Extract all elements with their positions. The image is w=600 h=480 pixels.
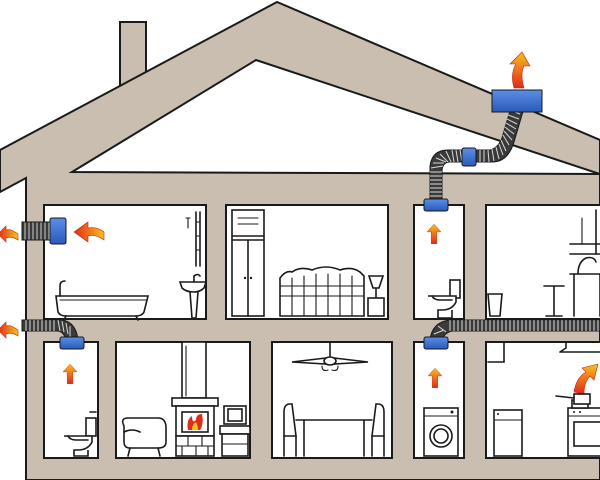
study-desk [569,273,600,317]
tv-cabinet [219,405,251,457]
room-study [485,204,600,320]
bathroom-wall-fan [49,217,67,245]
arrow-bathroom-intake [73,221,105,243]
arrow-roof-exhaust [509,51,531,89]
study-shelf [569,209,600,255]
toilet-lower-fan [59,336,85,350]
toilet-upper-fan [423,198,449,212]
laundry-fan [423,336,449,350]
arrow-lower-wall-exhaust [0,321,19,339]
range-hood [559,341,600,353]
waste-bin [487,293,503,317]
duct-lower-right-ribs [433,320,599,335]
cooking-pot [555,393,591,405]
attic-space [68,58,600,175]
study-lamp [577,256,597,275]
duct-lower-left-ribs [25,319,71,337]
arrow-kitchen-rise [573,363,599,395]
stove [567,399,600,457]
wardrobe [231,209,265,317]
armchair [121,417,167,457]
dining-table [295,419,373,457]
fireplace [171,341,219,457]
washing-machine [423,407,459,457]
study-chair [543,285,565,317]
ceiling-fan [291,341,369,372]
dining-chair-right [371,403,385,457]
bathtub [55,280,150,321]
toilet-upper [428,279,461,319]
roof-fan [491,89,543,113]
arrow-bathroom-wall-exhaust [0,225,19,243]
towel-rack [185,211,201,267]
attic-duct-fan [461,147,477,167]
bathroom-sink [178,273,208,319]
bed [279,266,365,317]
toilet-lower [64,411,97,457]
kitchen-counter [493,409,523,457]
nightstand-lamp [367,275,385,317]
dining-chair-left [283,403,297,457]
kitchen-wall-cabinet [487,341,505,363]
